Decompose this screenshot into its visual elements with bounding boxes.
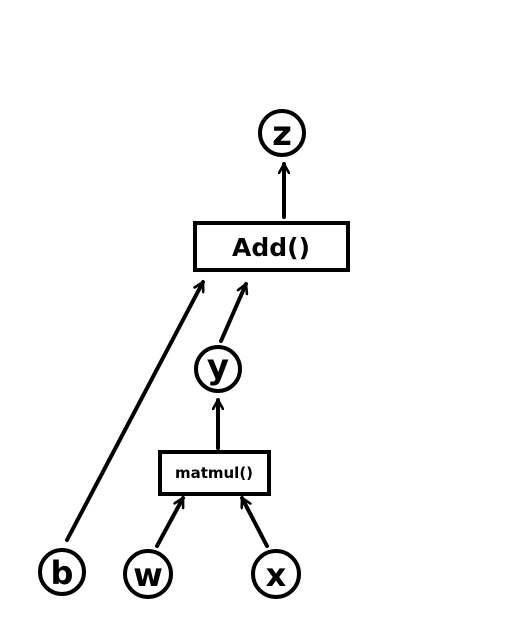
- node-b-label: b: [51, 554, 74, 592]
- node-w: w: [123, 549, 173, 599]
- node-b-circle: [38, 548, 86, 596]
- node-add-label: Add(): [232, 233, 310, 262]
- edge-x-to-matmul: [240, 496, 269, 548]
- node-matmul-box: [158, 450, 271, 496]
- node-y-circle: [194, 345, 242, 393]
- node-w-label: w: [133, 556, 163, 594]
- node-w-circle: [123, 549, 173, 599]
- node-z-label: z: [272, 114, 292, 154]
- node-z-circle: [258, 109, 306, 157]
- node-y: y: [194, 345, 242, 393]
- node-add: Add(): [193, 221, 350, 272]
- node-x: x: [251, 549, 301, 599]
- node-matmul-label: matmul(): [175, 464, 253, 482]
- edge-b-to-add: [65, 280, 205, 542]
- nodes-group: z Add() y matmul() b w x: [38, 109, 350, 599]
- node-b: b: [38, 548, 86, 596]
- node-add-box: [193, 221, 350, 272]
- edges-group: [65, 162, 284, 548]
- node-y-label: y: [207, 347, 229, 387]
- edge-w-to-matmul: [155, 496, 185, 548]
- node-matmul: matmul(): [158, 450, 271, 496]
- edge-y-to-add: [219, 282, 246, 343]
- node-x-label: x: [266, 556, 287, 594]
- node-x-circle: [251, 549, 301, 599]
- node-z: z: [258, 109, 306, 157]
